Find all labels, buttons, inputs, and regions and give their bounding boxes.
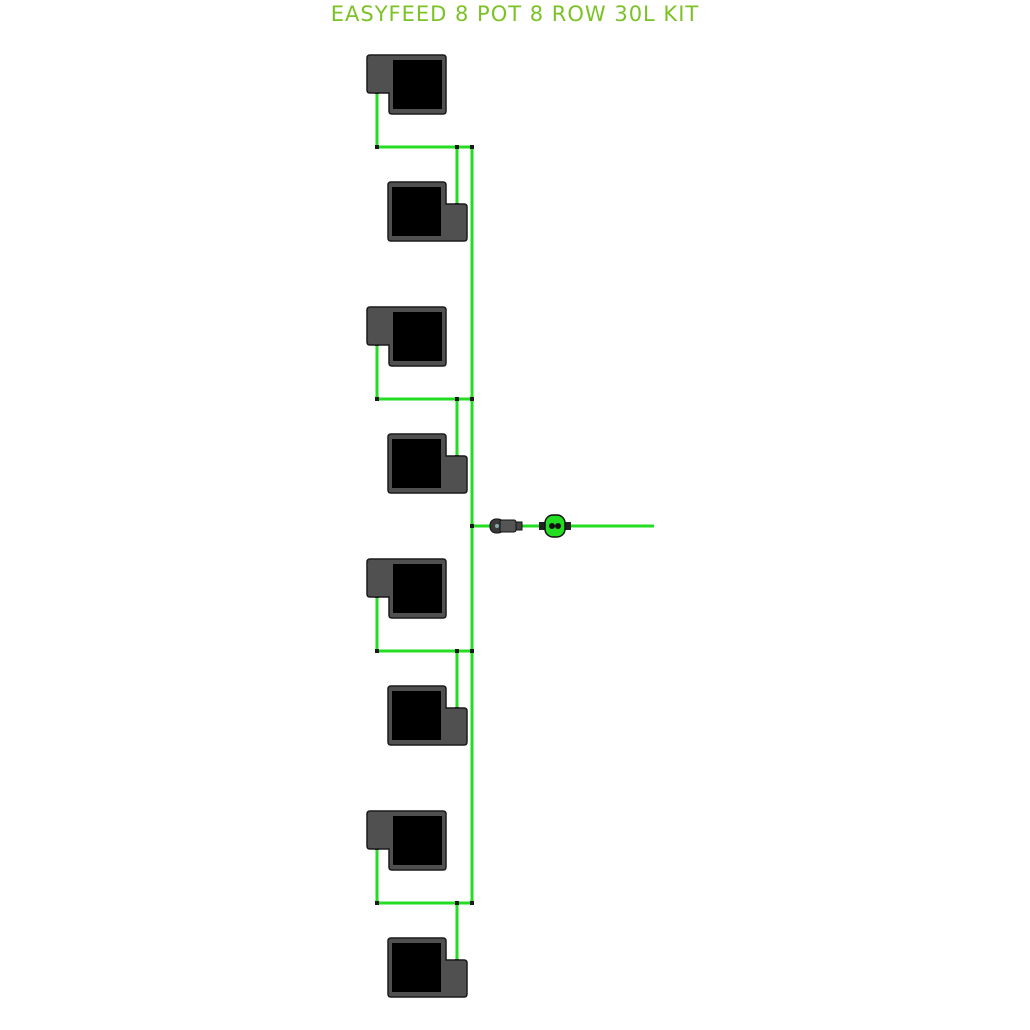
filter-detail (495, 524, 499, 528)
valve-hole-left (549, 523, 555, 529)
pipe-joint-icon (375, 145, 379, 149)
pipe-joint-icon (470, 649, 474, 653)
pot-icon (387, 433, 468, 494)
pipe-joint-icon (375, 649, 379, 653)
pot-soil (392, 691, 441, 740)
pipe-joint-icon (470, 524, 474, 528)
pot-icon (387, 937, 468, 998)
pipe-joint-icon (375, 901, 379, 905)
pot-soil (392, 943, 441, 992)
pot-icon (366, 306, 447, 367)
valve-hole-right (555, 523, 561, 529)
valve-left-port (539, 522, 547, 530)
valve-icon (539, 514, 571, 538)
pipe-joint-icon (470, 397, 474, 401)
pipe-joint-icon (375, 397, 379, 401)
diagram-title: EASYFEED 8 POT 8 ROW 30L KIT (330, 2, 700, 26)
pot-soil (392, 439, 441, 488)
pot-soil (392, 187, 441, 236)
pipe-joint-icon (455, 901, 459, 905)
pot-soil (393, 816, 442, 865)
pot-group (366, 54, 468, 998)
valve-right-port (563, 522, 571, 530)
pipe-joint-icon (455, 397, 459, 401)
pot-icon (387, 685, 468, 746)
fittings-group (489, 514, 571, 538)
filter-icon (489, 518, 523, 534)
pot-soil (393, 60, 442, 109)
filter-nozzle (515, 521, 523, 531)
pot-icon (366, 810, 447, 871)
pot-soil (393, 564, 442, 613)
filter-body (499, 519, 517, 533)
pipe-joint-icon (470, 145, 474, 149)
pipe-joint-icon (455, 145, 459, 149)
pipe-joint-icon (470, 901, 474, 905)
pipe-joint-icon (455, 649, 459, 653)
pot-soil (393, 312, 442, 361)
pot-icon (366, 54, 447, 115)
pot-icon (366, 558, 447, 619)
pot-icon (387, 181, 468, 242)
